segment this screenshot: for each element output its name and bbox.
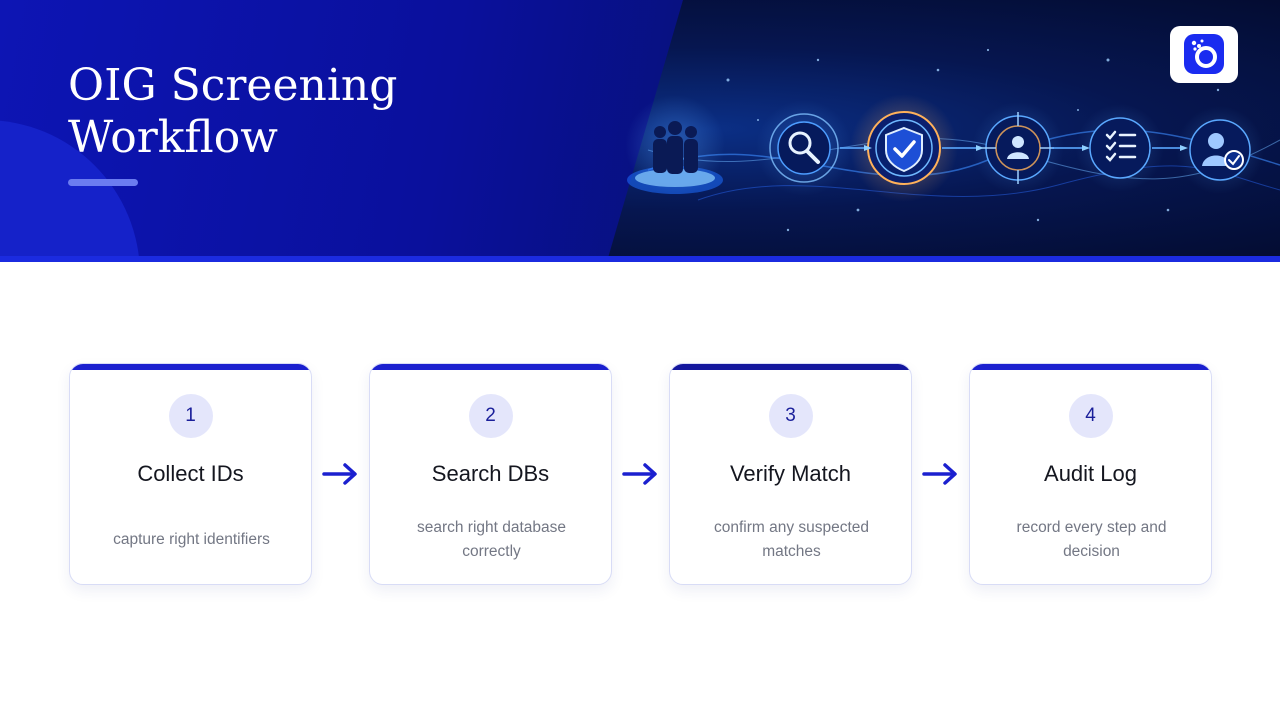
step-card-4: 4 Audit Log record every step and decisi…	[969, 363, 1212, 585]
step-description: search right database correctly	[416, 519, 567, 560]
step-title: Verify Match	[729, 461, 852, 486]
arrow-right-icon	[922, 463, 957, 485]
step-title: Search DBs	[431, 461, 550, 486]
step-card-accent	[70, 364, 311, 370]
step-card-accent	[670, 364, 911, 370]
step-card-accent	[370, 364, 611, 370]
title-underline	[68, 179, 138, 186]
step-card-3: 3 Verify Match confirm any suspected mat…	[669, 363, 912, 585]
step-title: Collect IDs	[137, 461, 244, 486]
hero-divider	[0, 256, 1280, 262]
step-card-accent	[970, 364, 1211, 370]
step-title: Audit Log	[1044, 461, 1137, 486]
app-logo-icon	[1184, 34, 1224, 74]
target-user-icon	[972, 102, 1064, 194]
page-title-line-1: OIG Screening	[68, 60, 398, 111]
workflow-illustration	[625, 48, 1280, 232]
step-description: capture right identifiers	[113, 531, 270, 548]
arrow-right-icon	[322, 463, 357, 485]
step-number-badge: 4	[1068, 394, 1113, 438]
step-number-badge: 2	[468, 394, 513, 438]
people-icon	[625, 95, 725, 195]
page-title-line-2: Workflow	[68, 112, 278, 163]
step-card-1: 1 Collect IDs capture right identifiers	[69, 363, 312, 585]
step-number-badge: 3	[768, 394, 813, 438]
step-card-2: 2 Search DBs search right database corre…	[369, 363, 612, 585]
arrow-right-icon	[622, 463, 657, 485]
hero-banner: OIG Screening Workflow	[0, 0, 1280, 262]
search-icon	[756, 100, 852, 196]
step-description: confirm any suspected matches	[713, 519, 870, 560]
page-title: OIG Screening Workflow	[68, 60, 588, 164]
step-number-badge: 1	[168, 394, 213, 438]
shield-check-icon	[850, 94, 958, 202]
user-verified-icon	[1176, 106, 1264, 194]
app-logo[interactable]	[1170, 26, 1238, 83]
step-description: record every step and decision	[1016, 519, 1167, 560]
